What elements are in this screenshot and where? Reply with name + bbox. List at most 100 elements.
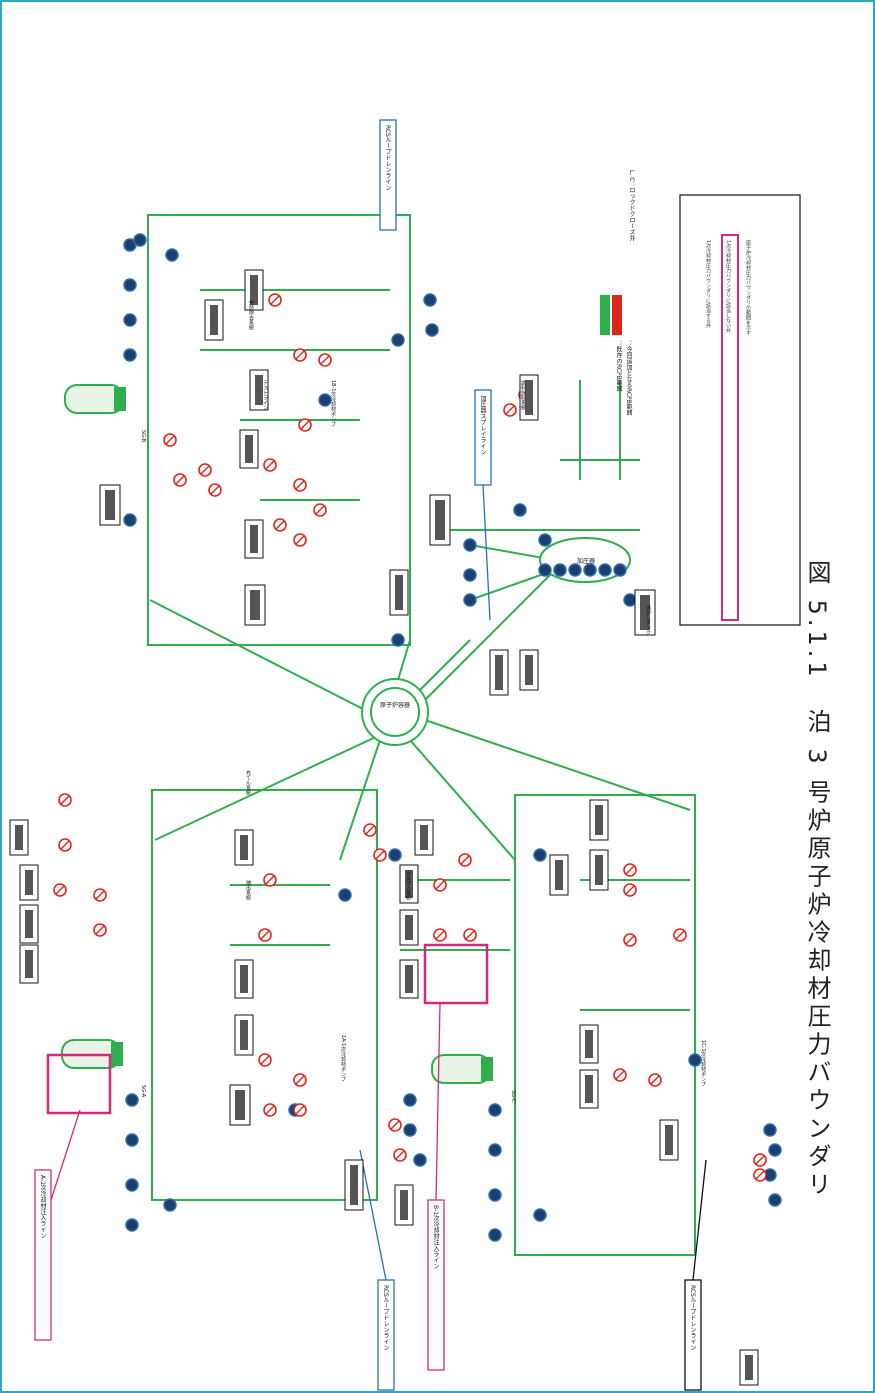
red-valve-slash <box>320 355 330 365</box>
label-block-fill <box>25 910 33 938</box>
misc-label-letdown: 抽出系統 <box>245 880 251 900</box>
label-block-fill <box>405 915 413 940</box>
legend-green-label: ：既存のRCPB範囲 <box>615 340 622 392</box>
red-valve-slash <box>395 1150 405 1160</box>
blue-valve-icon <box>623 593 637 607</box>
label-block-fill <box>255 375 263 405</box>
legend-green-swatch <box>600 295 610 335</box>
red-valve-slash <box>265 460 275 470</box>
red-valve-slash <box>260 1055 270 1065</box>
red-valve-slash <box>95 890 105 900</box>
red-valve-slash <box>435 880 445 890</box>
red-valve-slash <box>295 1105 305 1115</box>
label-block-fill <box>235 1090 245 1120</box>
misc-label-rhr: 余熱除去系統 <box>248 300 254 330</box>
blue-valve-icon <box>403 1123 417 1137</box>
blue-valve-icon <box>463 593 477 607</box>
pump-c-label: 1C-1次冷却材ポンプ <box>700 1040 706 1087</box>
legend-red-label: ：今回追加となるRCPB範囲 <box>625 340 632 416</box>
blue-valve-icon <box>768 1143 782 1157</box>
legend-lc-label: L. C：ロックドクローズ弁 <box>628 170 635 242</box>
label-block-fill <box>245 435 253 463</box>
callout-rcs-drain-a: RCSループドレンライン <box>382 1285 389 1351</box>
red-valve-slash <box>625 935 635 945</box>
sg-a-label: SG-A <box>140 1085 146 1098</box>
label-block-fill <box>405 965 413 993</box>
callout-rcs-drain-c: RCSループドレンライン <box>689 1285 696 1351</box>
label-block-fill <box>595 805 603 835</box>
label-blocks <box>9 269 759 1386</box>
label-block-fill <box>250 590 260 620</box>
legend-box <box>600 194 801 626</box>
red-valve-slash <box>165 435 175 445</box>
blue-valve-icon <box>583 563 597 577</box>
red-valve-slash <box>375 850 385 860</box>
pump-b-label: 1B-1次冷却材ポンプ <box>330 380 336 427</box>
label-block-fill <box>525 380 533 415</box>
blue-valve-icon <box>463 538 477 552</box>
callout-a-injection: A-1次冷却材注入ライン <box>39 1175 46 1239</box>
misc-label-test: テストライン <box>262 380 268 410</box>
label-block-fill <box>745 1355 753 1380</box>
blue-valve-icon <box>425 323 439 337</box>
misc-label-relief-tank: 逃がしタンク <box>645 605 651 635</box>
pump-a-label: 1A-1次冷却材ポンプ <box>340 1035 346 1082</box>
red-valve-slash <box>295 480 305 490</box>
red-valve-slash <box>60 795 70 805</box>
label-block-fill <box>25 950 33 978</box>
red-valve-slash <box>265 875 275 885</box>
callout-rcs-drain-top: RCSループドレンライン <box>384 125 391 191</box>
pressurizer-label: 加圧器 <box>576 558 595 565</box>
red-valve-slash <box>60 840 70 850</box>
misc-label-safety-injection: 安全注入系統 <box>405 870 411 900</box>
blue-valve-icon <box>125 1133 139 1147</box>
blue-valve-icon <box>391 333 405 347</box>
red-valve-slash <box>260 930 270 940</box>
label-block-fill <box>585 1030 593 1058</box>
red-valve-slash <box>295 1075 305 1085</box>
blue-valve-icon <box>553 563 567 577</box>
label-block-fill <box>240 965 248 993</box>
legend-note-2: 1次冷却材圧力バウンダリに該当しない弁 <box>725 240 731 334</box>
red-valve-slash <box>390 1120 400 1130</box>
red-valve-slash <box>755 1170 765 1180</box>
red-valve-slash <box>295 535 305 545</box>
label-block-fill <box>350 1165 358 1205</box>
blue-valve-icon <box>513 503 527 517</box>
callout-b-injection: B-1次冷却材注入ライン <box>432 1205 439 1270</box>
label-block-fill <box>400 1190 408 1220</box>
blue-valve-icon <box>488 1103 502 1117</box>
red-valve-slash <box>95 925 105 935</box>
red-valve-slash <box>435 930 445 940</box>
blue-valve-icon <box>391 633 405 647</box>
label-block-fill <box>15 825 23 850</box>
label-block-fill <box>555 860 563 890</box>
blue-valve-icon <box>488 1143 502 1157</box>
red-valve-slash <box>275 520 285 530</box>
blue-valve-icon <box>613 563 627 577</box>
blue-valve-icon <box>338 888 352 902</box>
steam-generators <box>61 384 493 1084</box>
blue-valve-group <box>123 233 782 1242</box>
blue-valve-icon <box>768 1193 782 1207</box>
label-block-fill <box>640 595 650 630</box>
caption-text: 図 5.1.1 泊 3 号炉原子炉冷却材圧力バウンダリ <box>803 560 831 1200</box>
label-block-fill <box>665 1125 673 1155</box>
blue-valve-icon <box>538 533 552 547</box>
label-block-fill <box>240 1020 248 1050</box>
blue-valve-icon <box>598 563 612 577</box>
red-valve-slash <box>300 420 310 430</box>
blue-valve-icon <box>125 1218 139 1232</box>
label-block-fill <box>585 1075 593 1103</box>
blue-valve-icon <box>403 1093 417 1107</box>
blue-valve-icon <box>123 513 137 527</box>
reactor-vessel-label: 原子炉容器 <box>380 702 411 709</box>
blue-valve-icon <box>123 348 137 362</box>
blue-valve-icon <box>163 1198 177 1212</box>
red-valve-group <box>53 293 767 1182</box>
blue-valve-icon <box>125 1093 139 1107</box>
red-valve-slash <box>175 475 185 485</box>
blue-valve-icon <box>763 1123 777 1137</box>
label-block-fill <box>495 655 503 690</box>
